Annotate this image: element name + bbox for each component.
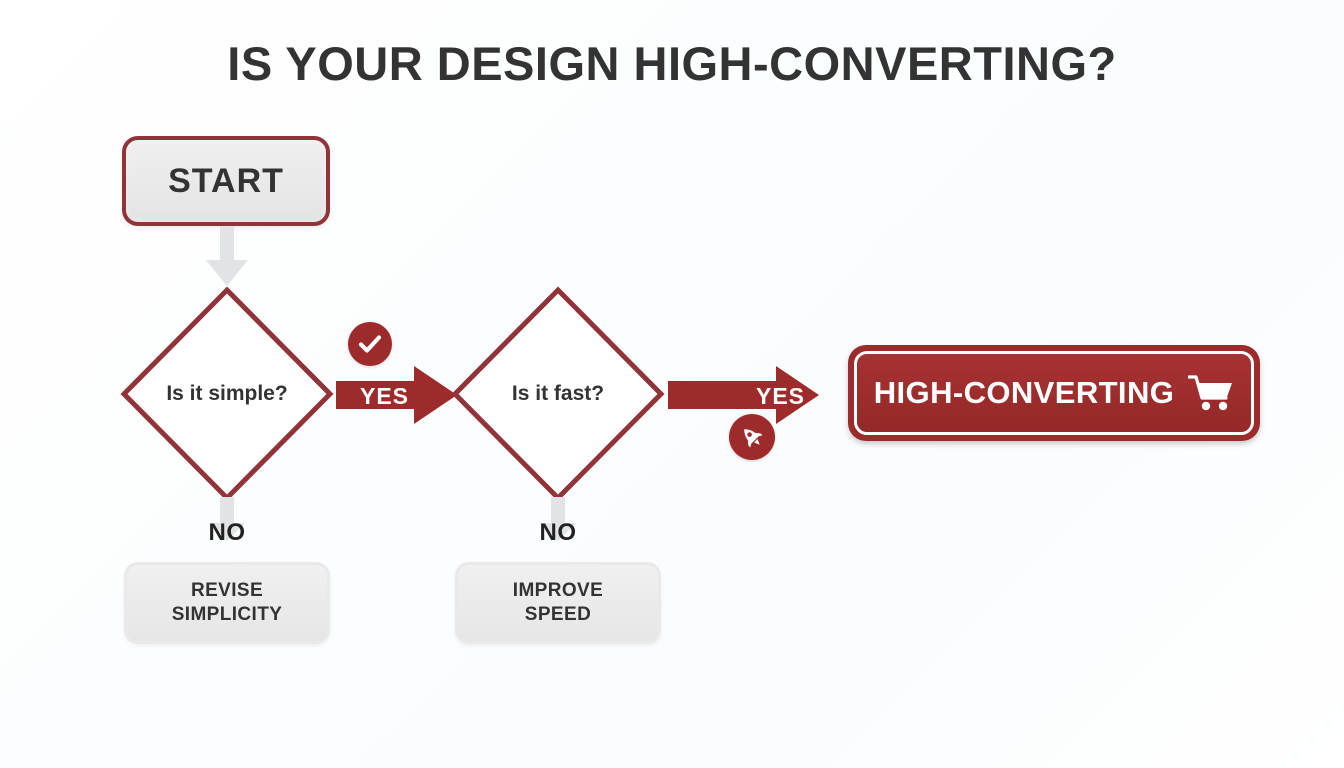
start-node[interactable]: START	[122, 136, 330, 226]
result-node-inner: HIGH-CONVERTING	[854, 351, 1254, 435]
outcome-node-revise-simplicity-label: REVISE SIMPLICITY	[172, 579, 283, 628]
result-node-high-converting[interactable]: HIGH-CONVERTING	[848, 345, 1260, 441]
start-node-label: START	[168, 161, 284, 200]
connector-start-to-decision1	[206, 226, 248, 286]
connector-decision2-to-outcome2	[540, 497, 576, 541]
no-label-1: NO	[208, 519, 246, 546]
no-label-2: NO	[539, 519, 577, 546]
yes-arrow-2-label: YES	[756, 383, 806, 409]
decision-node-2[interactable]: Is it fast?	[451, 286, 665, 502]
decision-node-1-shape	[120, 286, 334, 502]
check-circle-icon	[348, 322, 392, 366]
outcome-node-improve-speed[interactable]: IMPROVE SPEED	[455, 562, 661, 644]
rocket-icon	[729, 414, 775, 460]
connector-decision1-to-outcome1	[209, 497, 245, 541]
start-node-inner: START	[129, 143, 323, 219]
yes-arrow-2: YES	[668, 366, 820, 429]
outcome-1-line2: SIMPLICITY	[171, 604, 283, 625]
yes-arrow-1-label: YES	[360, 383, 410, 409]
outcome-2-line2: SPEED	[524, 604, 592, 625]
outcome-node-improve-speed-label: IMPROVE SPEED	[513, 579, 603, 628]
outcome-1-line1: REVISE	[190, 579, 264, 601]
decision-node-1[interactable]: Is it simple?	[120, 286, 334, 502]
decision-node-2-shape	[451, 286, 665, 502]
shopping-cart-icon	[1188, 375, 1233, 411]
page-title: IS YOUR DESIGN HIGH-CONVERTING?	[227, 37, 1117, 90]
result-node-label: HIGH-CONVERTING	[873, 375, 1175, 410]
yes-arrow-1: YES	[336, 366, 458, 429]
outcome-node-revise-simplicity[interactable]: REVISE SIMPLICITY	[124, 562, 330, 644]
outcome-2-line1: IMPROVE	[512, 579, 604, 601]
